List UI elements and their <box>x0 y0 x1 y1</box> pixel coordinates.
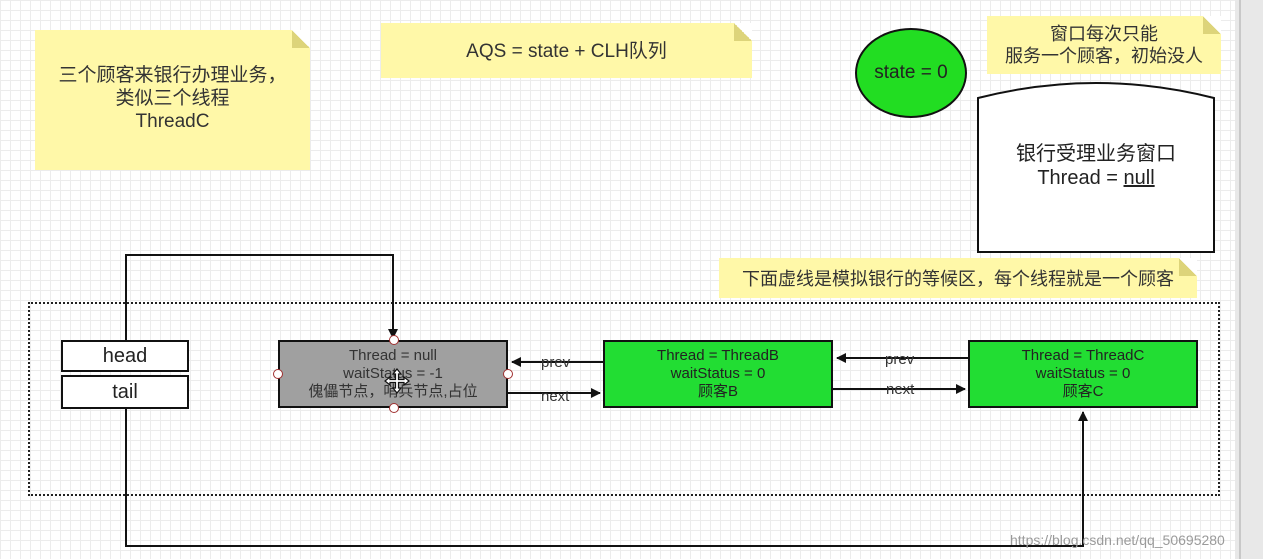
tail-pointer <box>125 408 1088 547</box>
tail-label: tail <box>112 380 138 403</box>
label-next-b: next <box>886 381 915 398</box>
bank-window-thread: Thread = null <box>1037 167 1155 189</box>
head-pointer <box>125 254 398 340</box>
tail-box[interactable]: tail <box>61 375 189 409</box>
queue-node-b[interactable]: Thread = ThreadB waitStatus = 0 顾客B <box>603 340 833 408</box>
node-c-thread: Thread = ThreadC <box>1021 347 1145 364</box>
note-aqs-formula-text: AQS = state + CLH队列 <box>466 41 667 62</box>
resize-handle-left[interactable] <box>273 369 283 379</box>
bank-window-shape[interactable] <box>976 80 1216 254</box>
state-label: state = 0 <box>874 62 948 83</box>
bank-window-text: 银行受理业务窗口 Thread = null <box>976 142 1216 190</box>
connectors <box>125 254 1088 547</box>
node-b-desc: 顾客B <box>697 383 738 400</box>
node-c-desc: 顾客C <box>1062 383 1104 400</box>
resize-handle-right[interactable] <box>503 369 513 379</box>
waiting-area-region <box>28 302 1220 496</box>
canvas-scroll-edge <box>1235 0 1263 559</box>
note-customers-line-1: 三个顾客来银行办理业务， <box>58 65 287 86</box>
state-circle[interactable]: state = 0 <box>855 28 967 118</box>
node-b-thread: Thread = ThreadB <box>657 347 779 364</box>
node-dummy-thread: Thread = null <box>349 347 437 364</box>
note-aqs-formula[interactable]: AQS = state + CLH队列 <box>381 23 752 78</box>
label-prev-b: prev <box>541 354 571 371</box>
note-waiting-area[interactable]: 下面虚线是模拟银行的等候区，每个线程就是一个顾客 <box>719 258 1197 298</box>
resize-handle-bottom[interactable] <box>389 403 399 413</box>
bank-window-thread-value: null <box>1123 167 1155 189</box>
note-customers[interactable]: 三个顾客来银行办理业务， 类似三个线程 ThreadC <box>35 30 310 170</box>
label-prev-c: prev <box>885 351 915 368</box>
resize-handle-top[interactable] <box>389 335 399 345</box>
node-dummy-desc: 傀儡节点，哨兵节点,占位 <box>308 383 478 400</box>
watermark: https://blog.csdn.net/qq_50695280 <box>1010 532 1225 548</box>
note-customers-line-2: 类似三个线程 <box>115 88 230 109</box>
node-b-waitstatus: waitStatus = 0 <box>670 365 766 382</box>
note-customers-line-3: ThreadC <box>135 111 210 132</box>
note-window-rule-line-2: 服务一个顾客，初始没人 <box>1005 46 1203 66</box>
note-waiting-area-text: 下面虚线是模拟银行的等候区，每个线程就是一个顾客 <box>742 269 1174 289</box>
node-c-waitstatus: waitStatus = 0 <box>1035 365 1131 382</box>
bank-window-title: 银行受理业务窗口 <box>1016 143 1176 165</box>
label-next-dummy: next <box>541 388 570 405</box>
note-window-rule[interactable]: 窗口每次只能 服务一个顾客，初始没人 <box>987 16 1221 74</box>
queue-node-c[interactable]: Thread = ThreadC waitStatus = 0 顾客C <box>968 340 1198 408</box>
move-cursor-icon <box>384 368 410 394</box>
head-box[interactable]: head <box>61 340 189 372</box>
head-label: head <box>102 344 148 367</box>
note-window-rule-line-1: 窗口每次只能 <box>1050 24 1158 44</box>
